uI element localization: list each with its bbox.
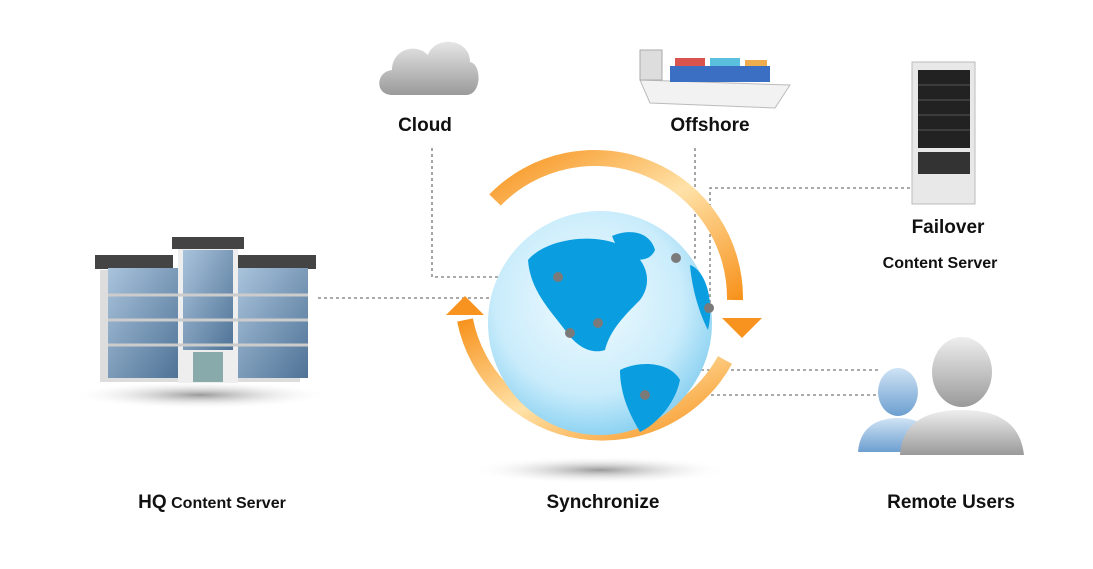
globe-icon	[488, 211, 714, 435]
failover-label: Failover	[911, 217, 985, 238]
users-icon	[858, 337, 1024, 455]
arrow-head-right	[722, 318, 762, 338]
server-icon	[911, 61, 976, 205]
location-dots	[553, 253, 714, 400]
hq-shadow	[70, 381, 330, 409]
globe-shadow	[470, 456, 730, 484]
ship-icon	[639, 49, 791, 109]
synchronize-label: Synchronize	[546, 492, 660, 513]
arrow-head-left	[446, 296, 484, 315]
cloud-label: Cloud	[398, 115, 452, 136]
hq-prefix: HQ	[138, 492, 167, 513]
hq-content-server: Content Server	[171, 495, 286, 512]
failover-connector	[709, 187, 910, 308]
arrow-top-arc	[489, 150, 744, 301]
remote-users-label: Remote Users	[887, 492, 1015, 513]
offshore-label: Offshore	[670, 115, 750, 136]
building-icon	[95, 237, 316, 383]
failover-sublabel: Content Server	[882, 255, 998, 272]
cloud-icon	[379, 41, 479, 95]
hq-label: HQ Content Server	[138, 492, 286, 514]
